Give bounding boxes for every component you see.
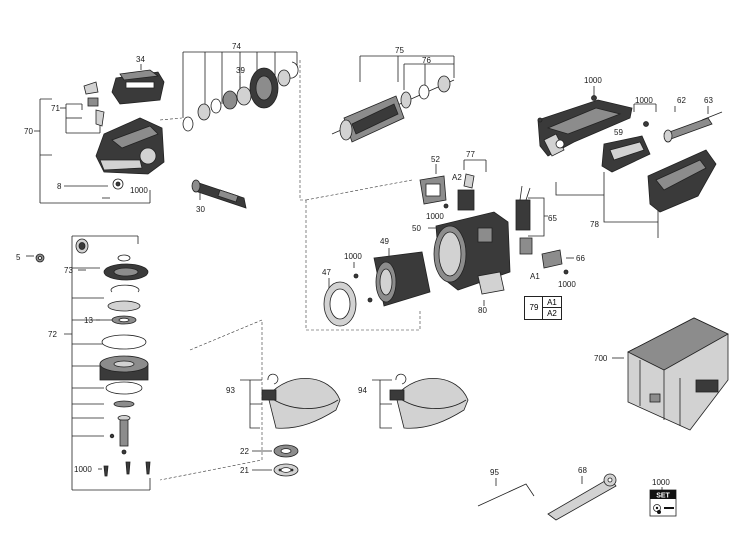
part-label-39: 39	[236, 66, 245, 75]
part-label-75: 75	[395, 46, 404, 55]
flange-nut-21	[273, 463, 299, 477]
part-label-94: 94	[358, 386, 367, 395]
part-label-65: 65	[548, 214, 557, 223]
part-66	[541, 249, 569, 275]
part-label-80: 80	[478, 306, 487, 315]
electronics-65	[515, 185, 533, 255]
part-label-1000-h: 1000	[652, 478, 670, 487]
part-label-21: 21	[240, 466, 249, 475]
part-label-34: 34	[136, 55, 145, 64]
callout-lines	[26, 51, 709, 491]
parts-set-icon: SET	[649, 489, 677, 517]
part-label-50: 50	[412, 224, 421, 233]
nut-5	[35, 253, 45, 263]
carry-case-700	[627, 317, 729, 431]
part-label-77: 77	[466, 150, 475, 159]
side-handle-30	[191, 179, 247, 209]
part-label-93: 93	[226, 386, 235, 395]
part-label-70: 70	[24, 127, 33, 136]
part-label-73: 73	[64, 266, 73, 275]
part-label-1000-e: 1000	[344, 252, 362, 261]
cover-78	[647, 149, 717, 213]
part-label-8: 8	[57, 182, 62, 191]
part-label-a2: A2	[452, 173, 462, 182]
part-label-a1: A1	[530, 272, 540, 281]
wheel-guard-93	[261, 373, 341, 429]
ref-table-number: 79	[524, 296, 544, 320]
part-label-22: 22	[240, 447, 249, 456]
part-label-95: 95	[490, 468, 499, 477]
bearing-73	[75, 238, 89, 254]
battery-pack-34	[111, 69, 165, 105]
baffle-47	[323, 281, 357, 327]
reference-table-79: 79 A1 A2	[524, 296, 562, 320]
gear-housing-70	[95, 117, 165, 190]
part-label-1000-d: 1000	[426, 212, 444, 221]
part-label-63: 63	[704, 96, 713, 105]
label-80	[477, 271, 505, 295]
hex-key-95	[477, 483, 535, 507]
part-label-49: 49	[380, 237, 389, 246]
cable-62-63	[663, 111, 723, 143]
switch-parts-71	[83, 81, 105, 127]
part-label-74: 74	[232, 42, 241, 51]
part-label-1000-g: 1000	[74, 465, 92, 474]
flange-22	[273, 444, 299, 458]
part-label-52: 52	[431, 155, 440, 164]
spindle-stack-72	[99, 254, 151, 477]
gear-assembly-74	[182, 61, 299, 132]
part-label-71: 71	[51, 104, 60, 113]
screws-stator	[353, 273, 373, 303]
part-label-47: 47	[322, 268, 331, 277]
spanner-68	[547, 473, 617, 521]
part-label-1000-f: 1000	[558, 280, 576, 289]
part-label-13: 13	[84, 316, 93, 325]
part-label-1000-a: 1000	[130, 186, 148, 195]
part-label-66: 66	[576, 254, 585, 263]
ref-table-a2: A2	[542, 307, 562, 320]
brush-holder-77	[443, 173, 475, 211]
part-label-59: 59	[614, 128, 623, 137]
part-label-700: 700	[594, 354, 608, 363]
motor-housing-50	[433, 211, 511, 291]
part-label-5: 5	[16, 253, 21, 262]
armature-75	[331, 75, 455, 143]
part-label-68: 68	[578, 466, 587, 475]
set-icon-text: SET	[656, 493, 670, 500]
part-label-72: 72	[48, 330, 57, 339]
part-label-1000-c: 1000	[635, 96, 653, 105]
part-label-62: 62	[677, 96, 686, 105]
switch-module-59	[601, 135, 651, 173]
part-label-30: 30	[196, 205, 205, 214]
part-label-76: 76	[422, 56, 431, 65]
stator-49	[373, 251, 431, 307]
part-label-1000-b: 1000	[584, 76, 602, 85]
brush-plate-52	[419, 175, 447, 205]
part-label-78: 78	[590, 220, 599, 229]
wheel-guard-94	[389, 373, 469, 429]
screws-top-right	[537, 95, 649, 127]
handle-housing-right	[537, 99, 633, 157]
